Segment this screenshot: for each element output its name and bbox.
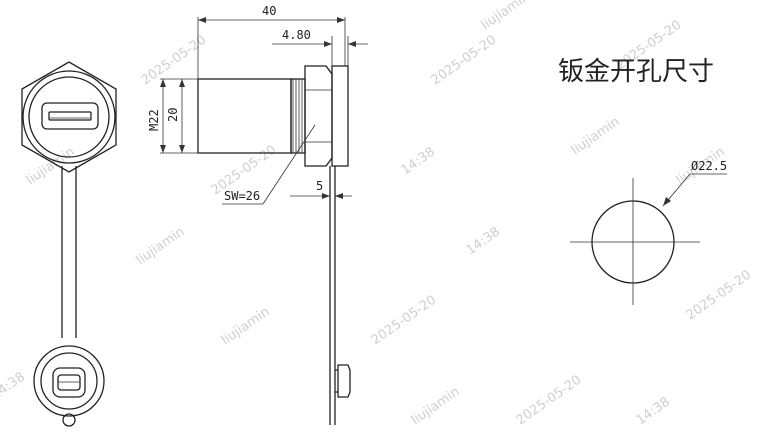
side-view xyxy=(197,65,351,425)
dust-cap-tab xyxy=(62,413,76,427)
dim-body-dia: 20 xyxy=(166,108,180,122)
usb-port-icon xyxy=(41,102,99,130)
dust-cap-inner xyxy=(40,352,98,410)
dim-flange: 4.80 xyxy=(282,28,311,42)
dim-panel: 5 xyxy=(316,179,323,193)
watermark-brand: liujiamin xyxy=(569,114,623,158)
watermark-time: 14:38 xyxy=(634,394,673,428)
cap-side-link xyxy=(335,369,338,393)
hex-nut-facets xyxy=(305,89,332,143)
watermark-date: 2025-05-20 xyxy=(684,268,755,324)
hole-arrow xyxy=(663,197,671,206)
dim-arrows xyxy=(160,79,185,153)
cutout-view: 钣金开孔尺寸 Ø22.5 xyxy=(558,57,727,305)
cutout-title: 钣金开孔尺寸 xyxy=(558,57,714,87)
front-view xyxy=(21,61,117,427)
watermark-time: 14:38 xyxy=(399,144,438,178)
watermark-brand: liujiamin xyxy=(409,384,463,428)
dust-cap-plug xyxy=(52,367,86,398)
dim-wrench: SW=26 xyxy=(224,189,260,203)
watermark-date: 2025-05-20 xyxy=(369,293,440,349)
watermark-date: 2025-05-20 xyxy=(429,33,500,89)
dust-cap-plug-inner xyxy=(57,374,81,391)
connector-body xyxy=(197,78,292,154)
dim-arrows xyxy=(324,41,356,47)
dim-hole: Ø22.5 xyxy=(691,159,727,173)
dimension-layer: 40 4.80 M22 20 SW=26 5 xyxy=(147,4,368,205)
watermark-date: 2025-05-20 xyxy=(514,373,585,429)
front-ring-inner xyxy=(28,76,110,158)
lanyard-strap xyxy=(61,166,77,338)
watermark-time: 14:38 xyxy=(0,369,28,403)
watermark-brand: liujiamin xyxy=(219,304,273,348)
hex-flange xyxy=(21,61,117,173)
watermark-brand: liujiamin xyxy=(134,224,188,268)
thread-lines xyxy=(292,79,303,153)
leader-line xyxy=(262,124,316,205)
dust-cap xyxy=(33,345,105,417)
front-ring-outer xyxy=(22,70,116,164)
panel-plate xyxy=(329,166,336,425)
dim-arrows xyxy=(322,193,343,199)
hex-nut xyxy=(304,65,333,167)
cap-side xyxy=(337,364,351,398)
usb-tongue xyxy=(48,111,92,121)
watermark-brand: liujiamin xyxy=(479,0,533,33)
dim-length: 40 xyxy=(262,4,276,18)
flange xyxy=(331,65,349,167)
watermark-time: 14:38 xyxy=(464,224,503,258)
dim-thread: M22 xyxy=(147,109,161,131)
